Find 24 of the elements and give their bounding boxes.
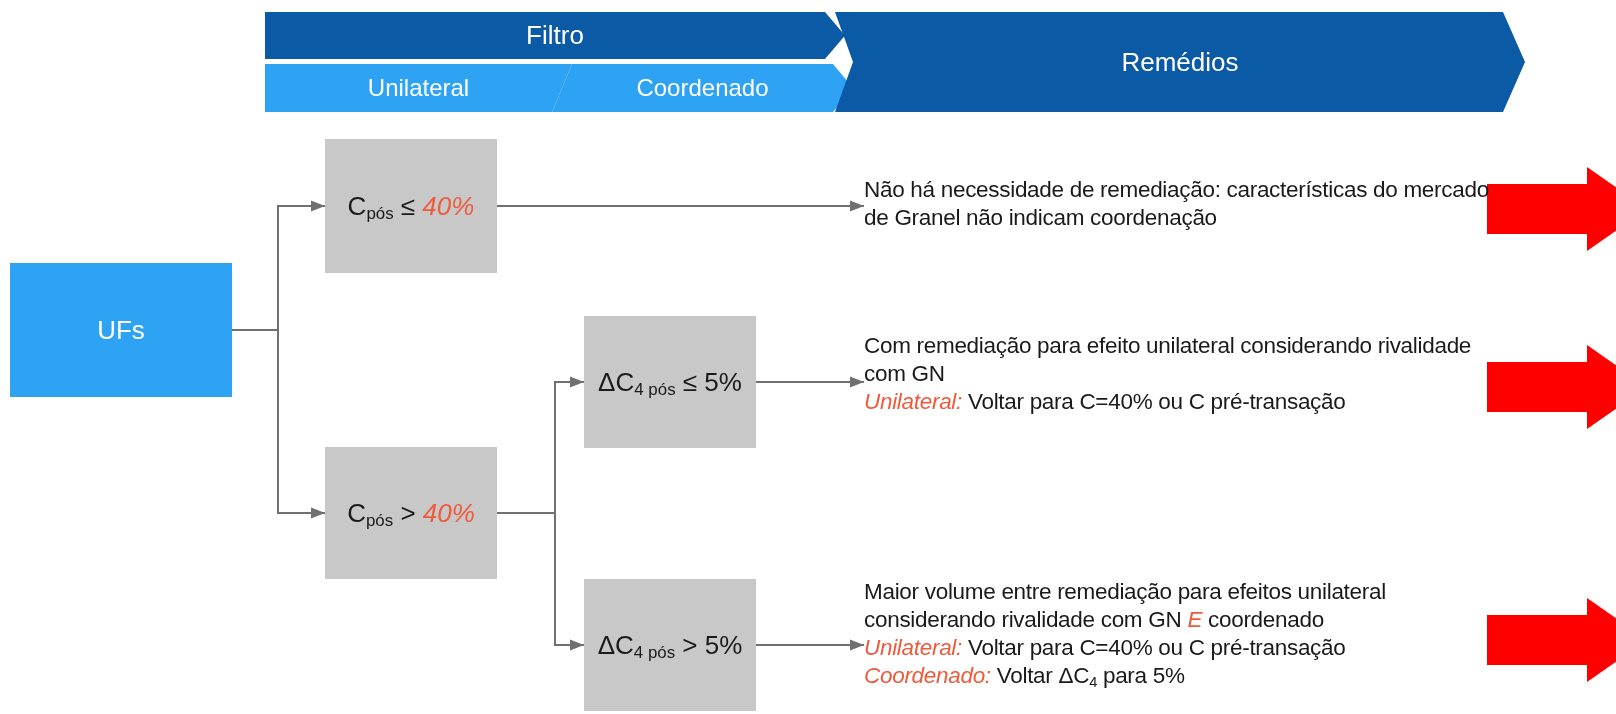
stage-label: Remédios bbox=[1121, 45, 1239, 79]
condition-box bbox=[584, 579, 756, 711]
arrow bbox=[496, 200, 865, 212]
stage-label: Coordenado bbox=[636, 73, 769, 103]
outcome-text: Unilateral: Voltar para C=40% ou C pré-transação bbox=[864, 634, 1347, 662]
condition-box bbox=[325, 447, 497, 579]
condition-label: C$_{pós}$ > 40% bbox=[347, 496, 475, 532]
outcome-text: Unilateral: Voltar para C=40% ou C pré-transação bbox=[864, 388, 1347, 416]
condition-label: C$_{pós}$ ≤ 40% bbox=[347, 189, 475, 225]
condition-box bbox=[325, 139, 497, 273]
outcome-text: Maior volume entre remediação para efeitos unilateral considerando rivalidade com GN E coordenado bbox=[864, 578, 1387, 634]
arrow bbox=[231, 329, 326, 519]
condition-box bbox=[584, 316, 756, 448]
condition-label: UFs bbox=[97, 313, 145, 347]
outcome-text: Coordenado: Voltar ΔC$_{4}$ para 5% bbox=[864, 662, 1186, 690]
start-box bbox=[10, 263, 232, 397]
outcome-text: Com remediação para efeito unilateral considerando rivalidade com GN bbox=[864, 332, 1473, 388]
stage-label: Filtro bbox=[526, 19, 584, 52]
condition-label: ΔC$_{4 pós}$ ≤ 5% bbox=[598, 365, 742, 401]
arrow bbox=[755, 376, 865, 388]
stage-label: Unilateral bbox=[367, 73, 470, 103]
arrow bbox=[496, 512, 585, 651]
condition-label: ΔC$_{4 pós}$ > 5% bbox=[597, 628, 743, 664]
arrow bbox=[755, 639, 865, 651]
